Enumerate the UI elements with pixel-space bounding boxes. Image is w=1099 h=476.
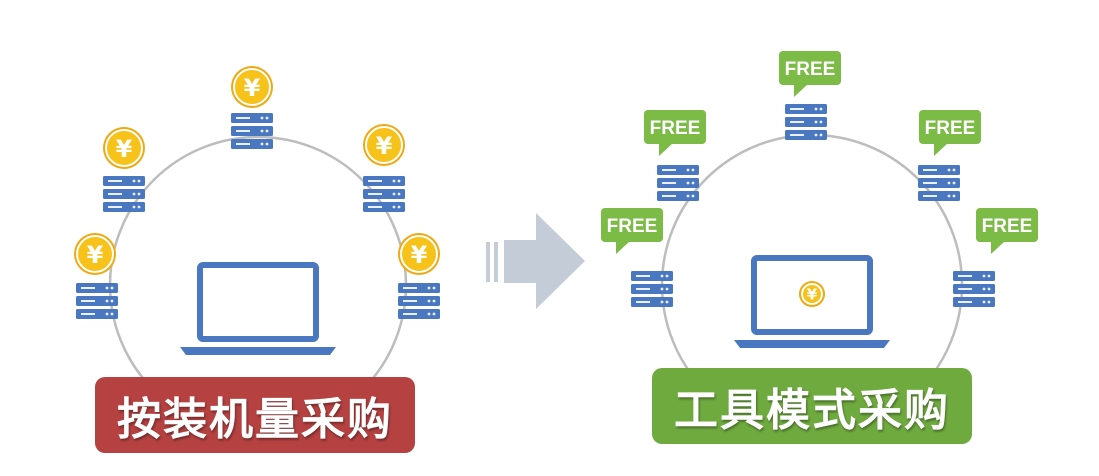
free-bubble-icon: FREE bbox=[644, 110, 706, 156]
svg-text:¥: ¥ bbox=[376, 132, 393, 160]
coin-icon: ¥ bbox=[74, 233, 116, 275]
server-icon bbox=[785, 104, 827, 140]
svg-text:¥: ¥ bbox=[87, 241, 104, 269]
laptop-icon bbox=[180, 262, 336, 355]
free-bubble-icon: FREE bbox=[919, 110, 981, 156]
server-icon bbox=[363, 176, 405, 212]
svg-text:FREE: FREE bbox=[785, 59, 836, 80]
svg-text:¥: ¥ bbox=[116, 135, 133, 163]
svg-text:¥: ¥ bbox=[807, 285, 818, 303]
left-mode-label: 按装机量采购 bbox=[95, 377, 415, 453]
free-bubble-icon: FREE bbox=[976, 208, 1038, 254]
coin-icon: ¥ bbox=[231, 66, 273, 108]
right-arrow-icon bbox=[486, 213, 585, 309]
server-icon bbox=[76, 283, 118, 319]
server-icon bbox=[103, 176, 145, 212]
server-icon bbox=[231, 113, 273, 149]
server-icon bbox=[631, 271, 673, 307]
server-icon bbox=[657, 165, 699, 201]
svg-text:FREE: FREE bbox=[925, 118, 976, 139]
svg-text:¥: ¥ bbox=[411, 241, 428, 269]
free-bubble-icon: FREE bbox=[779, 51, 841, 97]
laptop-icon bbox=[734, 255, 890, 348]
svg-text:FREE: FREE bbox=[607, 216, 658, 237]
coin-icon: ¥ bbox=[103, 127, 145, 169]
coin-icon: ¥ bbox=[398, 233, 440, 275]
free-bubble-icon: FREE bbox=[601, 208, 663, 254]
coin-icon: ¥ bbox=[799, 281, 825, 307]
svg-text:FREE: FREE bbox=[982, 216, 1033, 237]
svg-text:¥: ¥ bbox=[244, 74, 261, 102]
server-icon bbox=[918, 165, 960, 201]
right-mode-label: 工具模式采购 bbox=[652, 368, 972, 444]
coin-icon: ¥ bbox=[363, 124, 405, 166]
server-icon bbox=[398, 283, 440, 319]
server-icon bbox=[953, 271, 995, 307]
svg-text:FREE: FREE bbox=[650, 118, 701, 139]
